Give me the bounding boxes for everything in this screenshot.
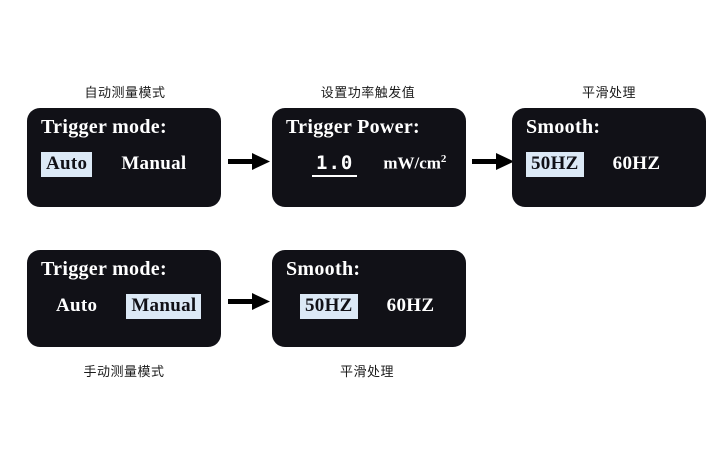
- option-50hz[interactable]: 50HZ: [526, 152, 584, 177]
- panel-smooth-bottom[interactable]: Smooth: 50HZ 60HZ: [272, 250, 466, 347]
- panel-title: Trigger mode:: [41, 258, 167, 280]
- value-row: 1.0 mW/cm2: [272, 152, 466, 177]
- option-manual[interactable]: Manual: [121, 153, 187, 174]
- panel-trigger-mode-manual[interactable]: Trigger mode: Auto Manual: [27, 250, 221, 347]
- panel-title: Smooth:: [286, 258, 361, 280]
- unit-exponent: 2: [440, 153, 447, 166]
- caption-auto-mode: 自动测量模式: [84, 86, 166, 101]
- caption-manual-mode: 手动测量模式: [83, 365, 165, 380]
- panel-title: Smooth:: [526, 116, 601, 138]
- option-auto[interactable]: Auto: [56, 295, 98, 316]
- option-row: Auto Manual: [27, 294, 221, 319]
- arrow-right-icon-3: [228, 293, 270, 310]
- option-60hz[interactable]: 60HZ: [386, 295, 435, 316]
- trigger-power-unit: mW/cm2: [383, 153, 446, 174]
- caption-smooth-top: 平滑处理: [581, 86, 637, 101]
- panel-title: Trigger mode:: [41, 116, 167, 138]
- arrow-right-icon-1: [228, 153, 270, 170]
- panel-title: Trigger Power:: [286, 116, 420, 138]
- panel-trigger-mode-auto[interactable]: Trigger mode: Auto Manual: [27, 108, 221, 207]
- option-60hz[interactable]: 60HZ: [612, 153, 661, 174]
- panel-smooth-top[interactable]: Smooth: 50HZ 60HZ: [512, 108, 706, 207]
- option-50hz[interactable]: 50HZ: [300, 294, 358, 319]
- option-row: 50HZ 60HZ: [272, 294, 466, 319]
- unit-text: mW/cm: [383, 154, 441, 173]
- option-auto[interactable]: Auto: [41, 152, 93, 177]
- caption-smooth-bottom: 平滑处理: [339, 365, 395, 380]
- option-manual[interactable]: Manual: [126, 294, 202, 319]
- caption-set-trigger-power: 设置功率触发值: [320, 86, 416, 101]
- panel-trigger-power[interactable]: Trigger Power: 1.0 mW/cm2: [272, 108, 466, 207]
- option-row: Auto Manual: [27, 152, 221, 177]
- trigger-power-value[interactable]: 1.0: [312, 152, 358, 177]
- arrow-right-icon-2: [472, 153, 514, 170]
- option-row: 50HZ 60HZ: [512, 152, 706, 177]
